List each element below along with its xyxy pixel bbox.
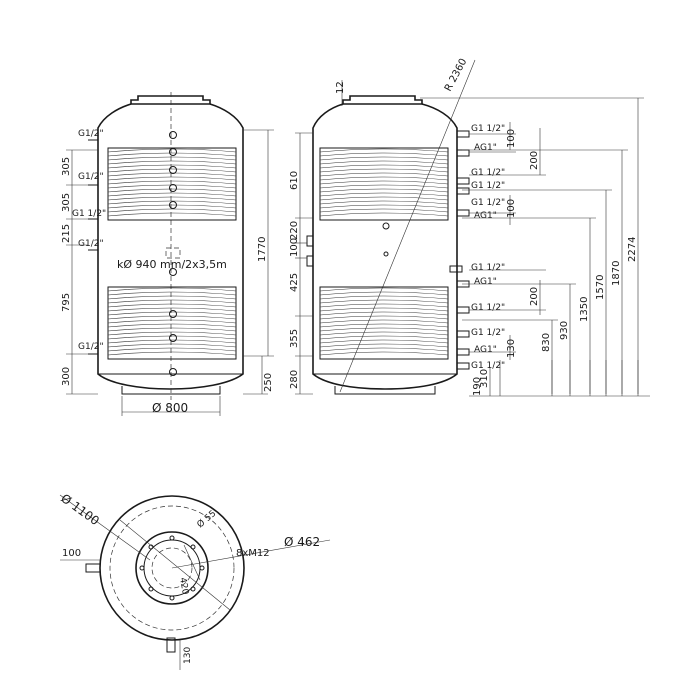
top-side-dim: 100 bbox=[62, 548, 81, 559]
left-tank-outline bbox=[97, 103, 244, 390]
right-front-ports bbox=[382, 222, 390, 257]
right-port-label-3: G1 1/2" bbox=[471, 168, 505, 178]
left-front-ports bbox=[169, 131, 177, 376]
left-view: G1/2" G1/2" G1 1/2" G1/2" G1/2" 305 305 … bbox=[61, 92, 274, 416]
left-dim-bottom: 250 bbox=[263, 373, 274, 392]
right-radius-label: R 2360 bbox=[443, 57, 469, 94]
top-flange-circle: Ø 462 bbox=[284, 535, 320, 549]
right-dim-610: 610 bbox=[289, 171, 300, 190]
right-height-930: 930 bbox=[559, 321, 570, 340]
top-bottom-nozzle bbox=[166, 637, 176, 653]
right-radius-line bbox=[339, 59, 476, 393]
right-small-dim-2: 200 bbox=[529, 151, 540, 170]
right-small-dim-5: 130 bbox=[506, 339, 517, 358]
left-dim-795: 795 bbox=[61, 293, 72, 312]
left-dim-305a: 305 bbox=[61, 157, 72, 176]
left-upper-coil bbox=[107, 147, 237, 221]
left-coil-label: kØ 940 mm/2x3,5m bbox=[117, 258, 227, 271]
right-height-1870: 1870 bbox=[611, 261, 622, 286]
right-tank-outline bbox=[312, 103, 458, 390]
right-side-nozzles bbox=[449, 130, 470, 370]
right-left-nozzles bbox=[306, 235, 314, 267]
left-port-label-5: G1/2" bbox=[78, 342, 104, 352]
top-inner-dim: 420 bbox=[177, 577, 190, 596]
left-right-dims bbox=[243, 129, 274, 395]
right-port-label-6: AG1" bbox=[474, 211, 497, 221]
right-small-dim-6: 310 bbox=[479, 369, 490, 388]
left-dim-chain bbox=[66, 149, 98, 395]
right-height-1570: 1570 bbox=[595, 275, 606, 300]
left-port-label-1: G1/2" bbox=[78, 129, 104, 139]
left-port-label-3: G1 1/2" bbox=[72, 209, 106, 219]
right-left-dim-chain bbox=[295, 132, 313, 395]
left-lower-coil bbox=[107, 286, 237, 360]
top-diag-line bbox=[119, 519, 231, 611]
right-dim-arrows bbox=[551, 360, 639, 394]
top-small-dia: Ø 55 bbox=[195, 508, 218, 530]
right-lower-coil bbox=[319, 286, 449, 360]
right-port-label-12: G1 1/2" bbox=[471, 361, 505, 371]
top-outer-diameter: Ø 1100 bbox=[58, 491, 102, 528]
right-port-label-11: AG1" bbox=[474, 345, 497, 355]
right-small-dim-3: 100 bbox=[506, 199, 517, 218]
right-upper-coil bbox=[319, 147, 449, 221]
right-top-flange bbox=[342, 95, 423, 105]
right-dim-220: 220 bbox=[289, 221, 300, 240]
left-base-diameter: Ø 800 bbox=[152, 401, 188, 415]
top-flange-outer bbox=[135, 531, 209, 605]
right-dim-280: 280 bbox=[289, 370, 300, 389]
top-dia-leader bbox=[59, 494, 151, 561]
left-side-ports bbox=[88, 139, 98, 355]
top-dashed-circle bbox=[109, 505, 235, 631]
left-tank-base bbox=[121, 386, 221, 395]
right-dim-425: 425 bbox=[289, 273, 300, 292]
top-side-nozzle bbox=[85, 563, 101, 573]
right-dim-100: 100 bbox=[289, 238, 300, 257]
right-port-label-4: G1 1/2" bbox=[471, 181, 505, 191]
left-port-label-2: G1/2" bbox=[78, 172, 104, 182]
right-height-830: 830 bbox=[541, 333, 552, 352]
right-port-label-8: AG1" bbox=[474, 277, 497, 287]
top-inner-leader bbox=[183, 544, 201, 581]
left-coil-flange bbox=[165, 247, 181, 259]
left-dim-215: 215 bbox=[61, 224, 72, 243]
top-flange-leader bbox=[171, 539, 331, 569]
right-port-label-2: AG1" bbox=[474, 143, 497, 153]
right-dim-355: 355 bbox=[289, 329, 300, 348]
right-port-label-7: G1 1/2" bbox=[471, 263, 505, 273]
top-view: Ø 1100 100 8xM12 Ø 462 Ø 55 420 130 bbox=[58, 491, 331, 670]
right-port-label-10: G1 1/2" bbox=[471, 328, 505, 338]
left-port-label-4: G1/2" bbox=[78, 239, 104, 249]
right-small-dim-7: 190 bbox=[472, 377, 483, 396]
right-port-label-1: G1 1/2" bbox=[471, 124, 505, 134]
right-dim-stack bbox=[420, 97, 650, 397]
top-bottom-dim: 130 bbox=[183, 647, 193, 664]
top-flange-bolt-circle bbox=[151, 547, 193, 589]
right-port-label-9: G1 1/2" bbox=[471, 303, 505, 313]
left-top-flange bbox=[130, 95, 211, 105]
right-small-dim-1: 100 bbox=[506, 129, 517, 148]
top-flange-bolts: 8xM12 bbox=[236, 548, 270, 559]
right-tank-base bbox=[334, 386, 436, 395]
right-port-label-5: G1 1/2" bbox=[471, 198, 505, 208]
right-view: G1 1/2" AG1" G1 1/2" G1 1/2" G1 1/2" AG1… bbox=[289, 57, 650, 397]
left-dim-305b: 305 bbox=[61, 193, 72, 212]
right-top-dim: 12 bbox=[335, 81, 346, 94]
right-height-2274: 2274 bbox=[627, 237, 638, 262]
right-small-dim-4: 200 bbox=[529, 287, 540, 306]
left-dim-300: 300 bbox=[61, 367, 72, 386]
left-dim-height: 1770 bbox=[257, 237, 268, 262]
right-height-1350: 1350 bbox=[579, 297, 590, 322]
